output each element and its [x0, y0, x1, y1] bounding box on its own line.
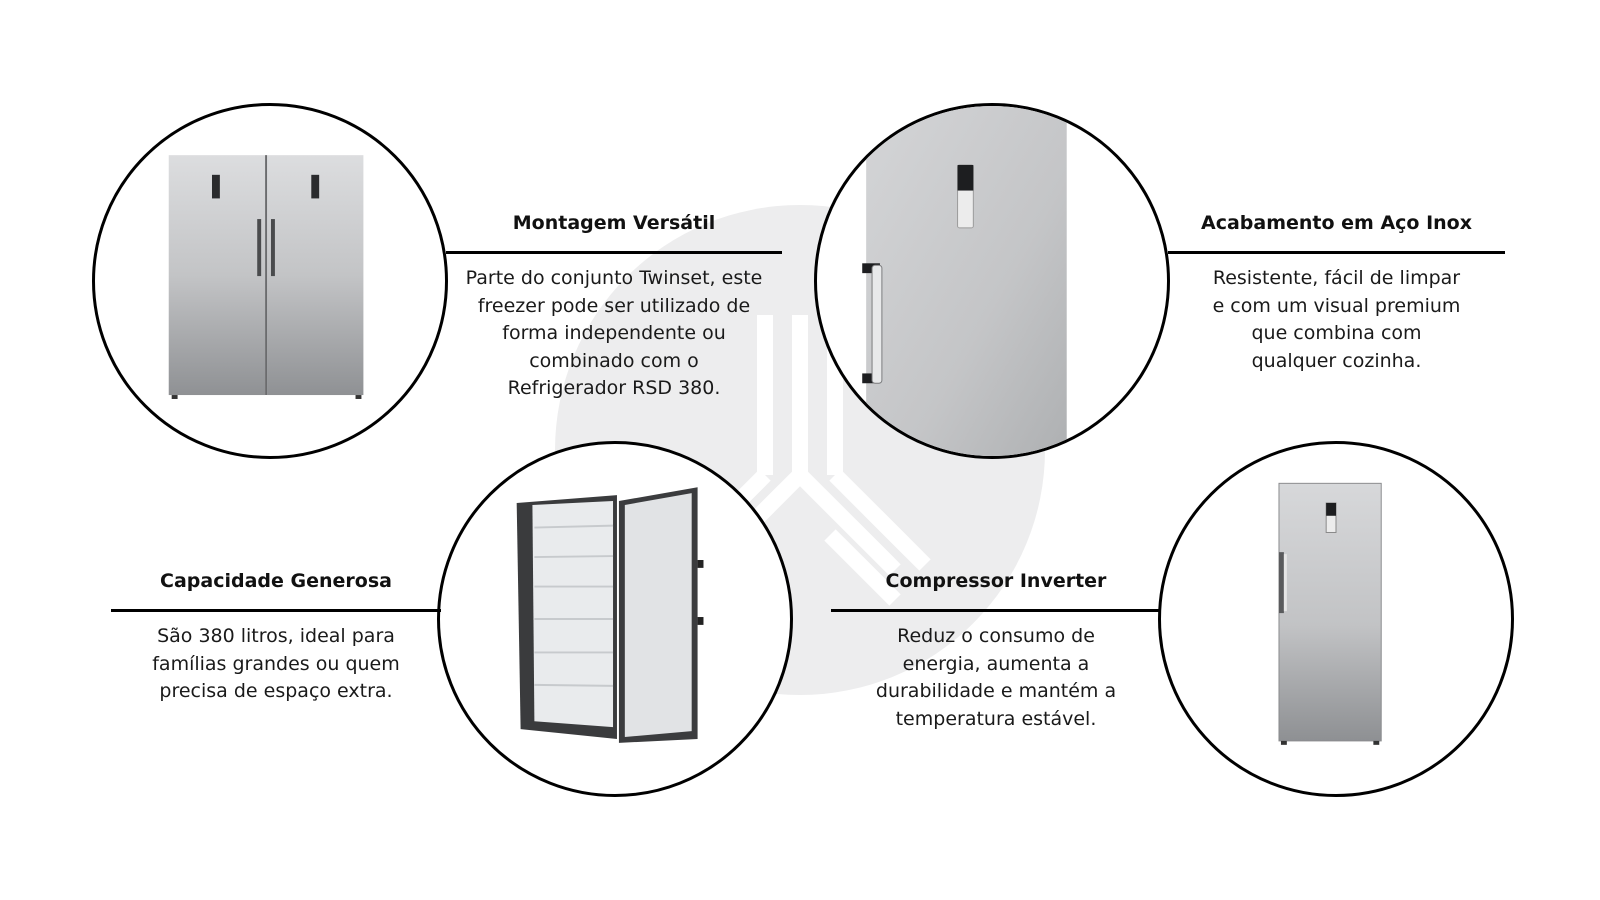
product-image-twinset — [92, 103, 448, 459]
description-line: freezer pode ser utilizado de — [477, 294, 751, 317]
description-line: São 380 litros, ideal para — [157, 625, 395, 647]
description-line: famílias grandes ou quem — [152, 652, 400, 675]
description-line: Refrigerador RSD 380. — [507, 377, 721, 399]
open-freezer-icon — [516, 487, 704, 743]
product-image-upright-freezer — [1158, 441, 1514, 797]
feature-description-capacidade: São 380 litros, ideal para famílias gran… — [111, 623, 441, 706]
upright-freezer-icon — [1278, 482, 1382, 745]
description-line: temperatura estável. — [895, 707, 1097, 730]
feature-title-acabamento: Acabamento em Aço Inox — [1200, 212, 1472, 234]
description-line: forma independente ou — [502, 322, 726, 344]
description-line: que combina com — [1251, 322, 1422, 344]
description-line: Resistente, fácil de limpar — [1212, 267, 1461, 289]
feature-title-montagem: Montagem Versátil — [512, 212, 716, 234]
description-line: Parte do conjunto Twinset, este — [465, 267, 763, 289]
feature-description-acabamento: Resistente, fácil de limpar e com um vis… — [1168, 265, 1505, 375]
description-line: qualquer cozinha. — [1251, 349, 1422, 372]
feature-description-compressor: Reduz o consumo de energia, aumenta a du… — [831, 623, 1161, 733]
description-line: precisa de espaço extra. — [159, 680, 393, 702]
divider-line — [1168, 251, 1505, 254]
twinset-fridges-icon — [168, 155, 364, 399]
divider-line — [831, 609, 1161, 612]
stainless-door-closeup-icon — [862, 106, 1067, 456]
feature-description-montagem: Parte do conjunto Twinset, este freezer … — [446, 265, 782, 403]
divider-line — [446, 251, 782, 254]
description-line: durabilidade e mantém a — [875, 680, 1117, 702]
feature-title-capacidade: Capacidade Generosa — [160, 570, 392, 592]
product-image-open-freezer — [437, 441, 793, 797]
feature-title-compressor: Compressor Inverter — [885, 570, 1107, 592]
description-line: combinado com o — [529, 349, 699, 372]
divider-line — [111, 609, 441, 612]
description-line: energia, aumenta a — [902, 652, 1090, 675]
description-line: Reduz o consumo de — [897, 625, 1095, 647]
description-line: e com um visual premium — [1212, 294, 1461, 317]
product-image-door-closeup — [814, 103, 1170, 459]
